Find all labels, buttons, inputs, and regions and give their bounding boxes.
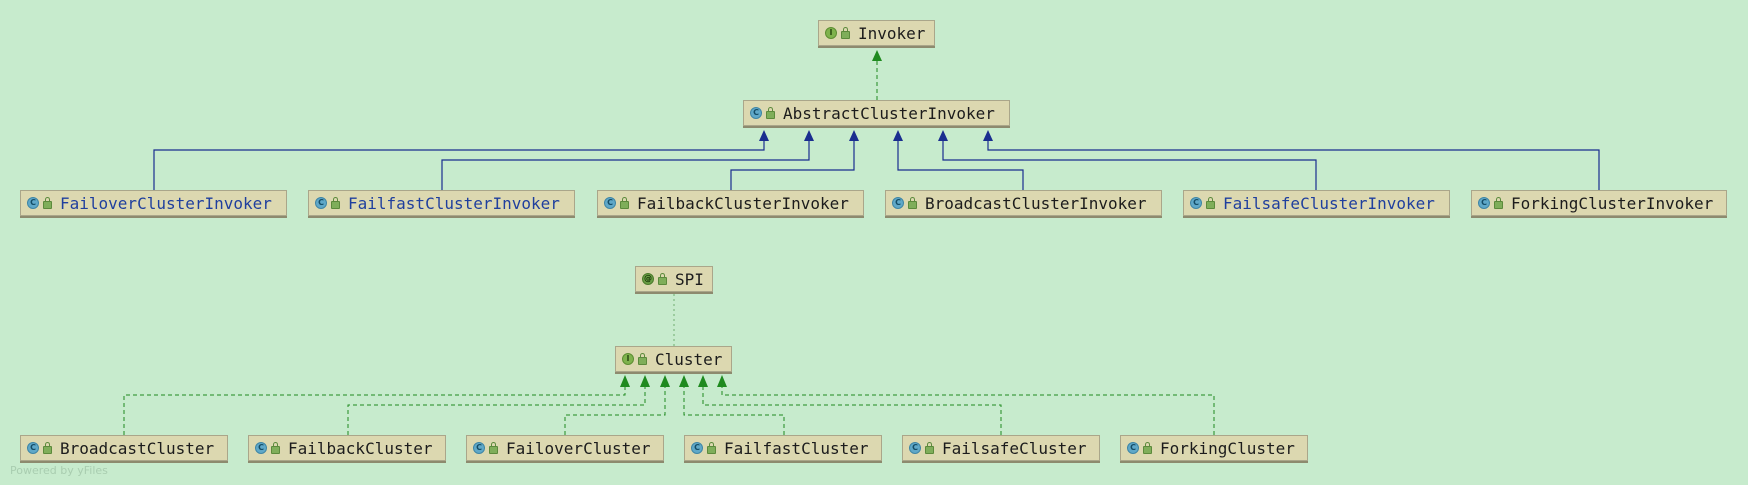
node-failfast-cluster-invoker[interactable]: C FailfastClusterInvoker [308, 190, 575, 216]
node-label: ForkingClusterInvoker [1511, 193, 1714, 213]
lock-icon [1206, 197, 1215, 209]
node-label: ForkingCluster [1160, 438, 1295, 458]
edge-broadcast-extends [897, 141, 1024, 190]
lock-icon [707, 442, 716, 454]
node-label: FailfastCluster [724, 438, 869, 458]
watermark: Powered by yFiles [10, 464, 108, 477]
edge-failback-extends [730, 141, 855, 190]
class-icon: C [27, 442, 39, 454]
node-invoker[interactable]: I Invoker [818, 20, 935, 46]
node-forking-cluster-invoker[interactable]: C ForkingClusterInvoker [1471, 190, 1727, 216]
node-forking-cluster[interactable]: C ForkingCluster [1120, 435, 1308, 461]
edge-failover-extends [153, 141, 765, 190]
node-label: FailbackCluster [288, 438, 433, 458]
lock-icon [658, 273, 667, 285]
class-icon: C [892, 197, 904, 209]
lock-icon [841, 27, 850, 39]
edge-failovercluster-implements [564, 387, 666, 435]
node-failback-cluster[interactable]: C FailbackCluster [248, 435, 446, 461]
lock-icon [766, 107, 775, 119]
class-icon: C [1127, 442, 1139, 454]
class-icon: C [255, 442, 267, 454]
edge-failsafecluster-implements [702, 387, 1002, 435]
lock-icon [620, 197, 629, 209]
node-abstract-cluster-invoker[interactable]: C AbstractClusterInvoker [743, 100, 1010, 126]
edge-broadcastcluster-implements [123, 387, 626, 435]
class-icon: C [1190, 197, 1202, 209]
node-failover-cluster[interactable]: C FailoverCluster [466, 435, 664, 461]
edge-failfastcluster-implements [683, 387, 785, 435]
node-label: FailbackClusterInvoker [637, 193, 849, 213]
edge-failbackcluster-implements [347, 387, 646, 435]
node-spi[interactable]: @ SPI [635, 266, 713, 292]
lock-icon [43, 197, 52, 209]
edge-forking-extends [987, 141, 1600, 190]
node-label: FailfastClusterInvoker [348, 193, 560, 213]
node-label: Cluster [655, 349, 723, 369]
class-icon: C [750, 107, 762, 119]
lock-icon [271, 442, 280, 454]
node-failover-cluster-invoker[interactable]: C FailoverClusterInvoker [20, 190, 287, 216]
node-label: BroadcastClusterInvoker [925, 193, 1147, 213]
class-icon: C [473, 442, 485, 454]
node-cluster[interactable]: I Cluster [615, 346, 732, 372]
lock-icon [43, 442, 52, 454]
node-label: BroadcastCluster [60, 438, 215, 458]
node-label: FailoverCluster [506, 438, 651, 458]
node-failback-cluster-invoker[interactable]: C FailbackClusterInvoker [597, 190, 864, 216]
class-icon: C [315, 197, 327, 209]
node-broadcast-cluster[interactable]: C BroadcastCluster [20, 435, 228, 461]
node-label: Invoker [858, 23, 926, 43]
node-failsafe-cluster-invoker[interactable]: C FailsafeClusterInvoker [1183, 190, 1450, 216]
class-icon: C [1478, 197, 1490, 209]
class-icon: C [27, 197, 39, 209]
edge-failsafe-extends [942, 141, 1317, 190]
node-label: SPI [675, 269, 704, 289]
lock-icon [1143, 442, 1152, 454]
node-failfast-cluster[interactable]: C FailfastCluster [684, 435, 882, 461]
class-icon: C [909, 442, 921, 454]
class-icon: C [604, 197, 616, 209]
node-label: FailsafeClusterInvoker [1223, 193, 1435, 213]
edge-abstractclusterinvoker-implements-invoker [872, 50, 882, 100]
lock-icon [489, 442, 498, 454]
node-label: FailoverClusterInvoker [60, 193, 272, 213]
annotation-icon: @ [642, 273, 654, 285]
node-label: AbstractClusterInvoker [783, 103, 995, 123]
interface-icon: I [825, 27, 837, 39]
node-failsafe-cluster[interactable]: C FailsafeCluster [902, 435, 1100, 461]
lock-icon [925, 442, 934, 454]
lock-icon [908, 197, 917, 209]
edge-forkingcluster-implements [721, 387, 1215, 435]
lock-icon [638, 353, 647, 365]
edge-failfast-extends [441, 141, 810, 190]
lock-icon [1494, 197, 1503, 209]
lock-icon [331, 197, 340, 209]
node-label: FailsafeCluster [942, 438, 1087, 458]
class-icon: C [691, 442, 703, 454]
node-broadcast-cluster-invoker[interactable]: C BroadcastClusterInvoker [885, 190, 1162, 216]
interface-icon: I [622, 353, 634, 365]
